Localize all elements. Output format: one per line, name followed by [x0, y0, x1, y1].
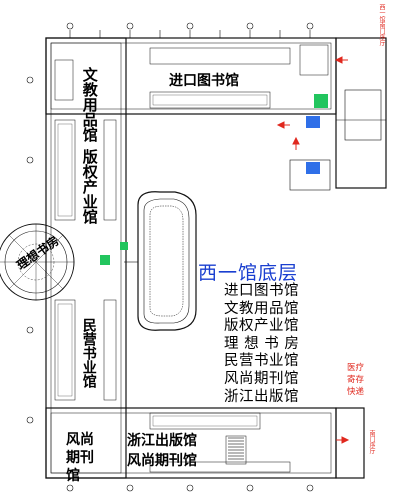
column-grid-top [69, 30, 311, 38]
red-arrows [276, 56, 350, 444]
hall-fashion-periodicals-left: 风尚期刊馆 [66, 432, 94, 484]
hall-import-books: 进口图书馆 [169, 73, 239, 89]
building-walls [45, 37, 387, 479]
hall-fashion-periodicals-bottom: 风尚期刊馆 [127, 453, 197, 469]
hall-zhejiang: 浙江出版馆 [127, 433, 197, 449]
legend-item: 版权产业馆 [224, 318, 299, 335]
legend-item: 理 想 书 房 [224, 335, 300, 352]
legend-item: 文教用品馆 [224, 300, 299, 317]
hall-legend: 进口图书馆 文教用品馆 版权产业馆 理 想 书 房 民营书业馆 风尚期刊馆 浙江… [224, 283, 299, 406]
column-markers-top [26, 22, 314, 492]
restroom-icons [306, 116, 320, 174]
booths-top [149, 44, 329, 109]
central-atrium [124, 191, 197, 331]
south-entrance-note-bottom: 南门序厅 [368, 430, 375, 454]
legend-item: 民营书业馆 [224, 353, 299, 370]
booths-bottom [149, 412, 291, 473]
legend-item: 风尚期刊馆 [224, 370, 299, 387]
right-annex [289, 89, 386, 191]
green-signs [100, 94, 328, 265]
legend-item: 进口图书馆 [224, 283, 299, 299]
medical-storage-note: 医疗寄存快递 [347, 363, 365, 397]
staircase [228, 437, 244, 460]
legend-item: 浙江出版馆 [224, 388, 299, 405]
hall-stationery: 文教用品馆 [80, 67, 99, 142]
map-title: 西一馆底层 [198, 262, 299, 284]
hall-copyright: 版权产业馆 [80, 149, 99, 224]
south-entrance-note-top: 西一馆南门序厅 [378, 4, 385, 46]
rotunda [0, 223, 75, 301]
booths-left [54, 59, 117, 401]
hall-private-books: 民营书业馆 [80, 318, 97, 388]
